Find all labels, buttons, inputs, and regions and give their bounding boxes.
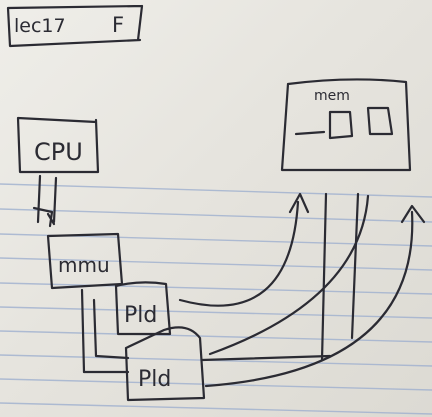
mmu-bus-lines bbox=[80, 288, 130, 374]
header-box bbox=[6, 4, 144, 48]
mem-box bbox=[280, 78, 412, 172]
bus-line bbox=[82, 354, 332, 374]
mmu-label: mmu bbox=[58, 253, 110, 277]
mem-label: mem bbox=[314, 88, 350, 104]
pid-lower-label: Pld bbox=[138, 367, 171, 392]
header-note: lec17 bbox=[14, 15, 66, 37]
ruled-lines bbox=[0, 183, 432, 415]
mem-slot-1 bbox=[328, 110, 354, 140]
arrow-curve-mid bbox=[208, 194, 370, 356]
pid-upper-label: Pld bbox=[124, 303, 157, 328]
cpu-label: CPU bbox=[34, 138, 83, 166]
mem-vertical-lines bbox=[320, 192, 360, 362]
header-tag: F bbox=[112, 13, 124, 37]
pid-upper-box bbox=[114, 281, 172, 336]
pid-lower-box bbox=[124, 326, 206, 402]
cpu-down-arrows bbox=[32, 174, 58, 228]
mem-slot-2 bbox=[366, 106, 394, 136]
arrow-curve-right bbox=[204, 204, 426, 388]
cpu-box bbox=[16, 116, 100, 174]
arrow-curve-left bbox=[178, 192, 310, 307]
mem-dash bbox=[294, 130, 326, 136]
